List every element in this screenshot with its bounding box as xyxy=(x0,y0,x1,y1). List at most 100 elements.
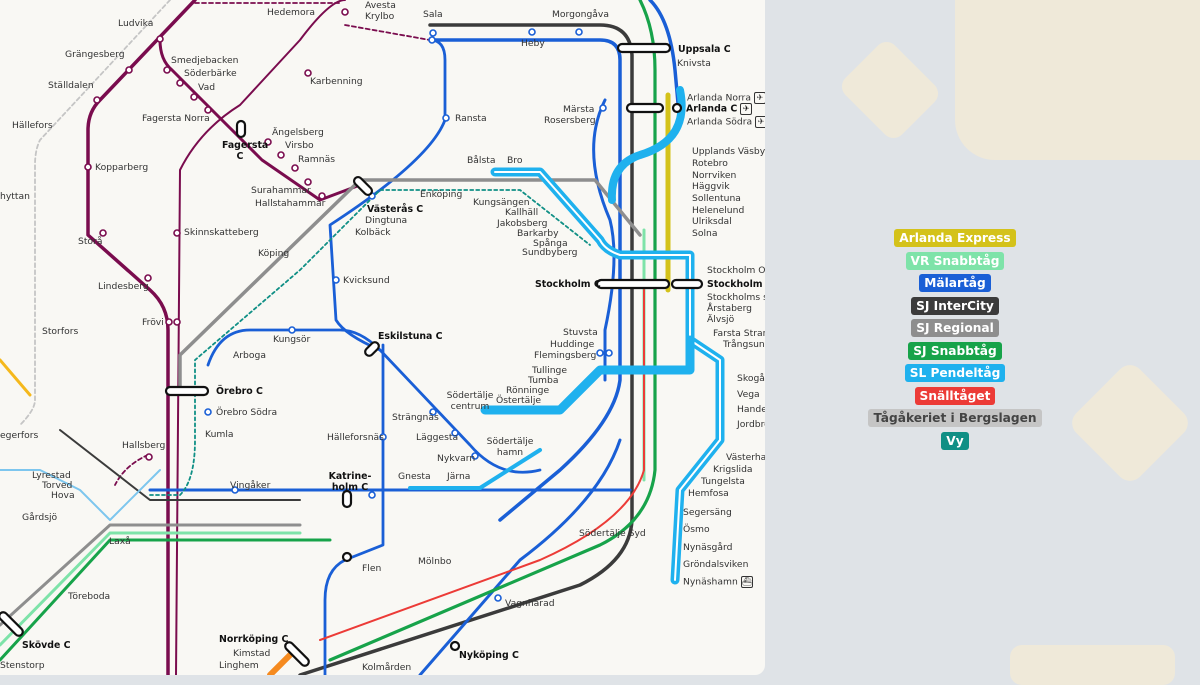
station-nynashamn[interactable]: Nynäshamn⛴ xyxy=(683,576,753,588)
legend-sj-regional[interactable]: SJ Regional xyxy=(911,319,999,337)
hub-eskilstuna-c[interactable]: Eskilstuna C xyxy=(378,331,443,342)
hub-uppsala-c[interactable]: Uppsala C xyxy=(678,44,731,55)
station-ransta[interactable]: Ransta xyxy=(455,113,487,124)
hub-stockholm-c[interactable]: Stockholm C xyxy=(535,279,601,290)
legend-arlanda-express[interactable]: Arlanda Express xyxy=(894,229,1016,247)
station-fagersta-norra[interactable]: Fagersta Norra xyxy=(142,113,210,124)
station-nykvarn[interactable]: Nykvarn xyxy=(437,453,476,464)
station-ludvika[interactable]: Ludvika xyxy=(118,18,154,29)
station-hallefors[interactable]: Hällefors xyxy=(12,120,53,131)
station-segersang[interactable]: Segersäng xyxy=(683,507,732,518)
station-ramnas[interactable]: Ramnäs xyxy=(298,154,336,165)
station-vagnharad[interactable]: Vagnhärad xyxy=(505,598,555,609)
station-stora[interactable]: Storå xyxy=(78,236,103,247)
station-skogas[interactable]: Skogås xyxy=(737,373,765,384)
station-haggvik[interactable]: Häggvik xyxy=(692,181,730,192)
station-grangesberg[interactable]: Grängesberg xyxy=(65,49,125,60)
station-nynasgard[interactable]: Nynäsgård xyxy=(683,542,733,553)
station-balsta[interactable]: Bålsta xyxy=(467,155,496,166)
station-handen[interactable]: Handen xyxy=(737,404,765,415)
station-lyrestad[interactable]: Lyrestad xyxy=(32,470,71,481)
station-sodertalje-syd[interactable]: Södertälje Syd xyxy=(579,528,646,539)
station-linghem[interactable]: Linghem xyxy=(219,660,259,671)
station-vasterhaninge[interactable]: Västerhaninge xyxy=(726,452,765,463)
station-hemfosa[interactable]: Hemfosa xyxy=(688,488,729,499)
station-hallsberg[interactable]: Hallsberg xyxy=(122,440,166,451)
legend-malartag[interactable]: Mälartåg xyxy=(919,274,991,292)
station-farsta-strand[interactable]: Farsta Strand xyxy=(713,328,765,339)
station-arlanda-norra[interactable]: Arlanda Norra✈ xyxy=(687,92,765,104)
station-barkarby[interactable]: Barkarby xyxy=(517,228,559,239)
station-vingaker[interactable]: Vingåker xyxy=(230,480,271,491)
station-koping[interactable]: Köping xyxy=(258,248,290,259)
station-kungsangen[interactable]: Kungsängen xyxy=(473,197,530,208)
station-strangnas[interactable]: Strängnäs xyxy=(392,412,439,423)
legend-vr-snabbtag[interactable]: VR Snabbtåg xyxy=(905,251,1005,270)
station-rosersberg[interactable]: Rosersberg xyxy=(544,115,596,126)
hub-norrkoping-c[interactable]: Norrköping C xyxy=(219,634,289,645)
station-upplands-vasby[interactable]: Upplands Väsby xyxy=(692,146,765,157)
transit-map[interactable]: Ludvika Grängesberg Ställdalen Hällefors… xyxy=(0,0,765,675)
station-hallstahammar[interactable]: Hallstahammar xyxy=(255,198,326,209)
station-jarna[interactable]: Järna xyxy=(447,471,471,482)
station-solna[interactable]: Solna xyxy=(692,228,718,239)
station-knivsta[interactable]: Knivsta xyxy=(677,58,711,69)
station-tumba[interactable]: Tumba xyxy=(528,375,559,386)
station-karbenning[interactable]: Karbenning xyxy=(310,76,363,87)
station-bro[interactable]: Bro xyxy=(507,155,523,166)
hub-vasteras-c[interactable]: Västerås C xyxy=(367,204,424,215)
station-orebro-sodra[interactable]: Örebro Södra xyxy=(216,407,278,418)
station-heby[interactable]: Heby xyxy=(521,38,545,49)
station-avesta-krylbo[interactable]: Avesta Krylbo xyxy=(365,0,396,22)
station-jakobsberg[interactable]: Jakobsberg xyxy=(497,218,548,229)
station-vega[interactable]: Vega xyxy=(737,389,760,400)
hub-arlanda-c[interactable]: Arlanda C✈ xyxy=(686,103,753,115)
legend-sl-pendeltag[interactable]: SL Pendeltåg xyxy=(904,364,1006,382)
station-lindesberg[interactable]: Lindesberg xyxy=(98,281,149,292)
station-helenelund[interactable]: Helenelund xyxy=(692,205,745,216)
hub-katrineholm-c[interactable]: Katrine-holm C xyxy=(328,471,372,493)
hub-skovde-c[interactable]: Skövde C xyxy=(22,640,71,651)
station-alvsjo[interactable]: Älvsjö xyxy=(707,314,735,325)
station-storfors[interactable]: Storfors xyxy=(42,326,79,337)
station-soderbarke[interactable]: Söderbärke xyxy=(184,68,237,79)
station-kungsor[interactable]: Kungsör xyxy=(273,334,311,345)
station-flen[interactable]: Flen xyxy=(362,563,382,574)
station-tullinge[interactable]: Tullinge xyxy=(532,365,568,376)
station-ostertalje[interactable]: Östertälje xyxy=(496,395,542,406)
hub-stockholm-city[interactable]: Stockholm City xyxy=(707,279,765,290)
station-virsbo[interactable]: Virsbo xyxy=(285,140,314,151)
station-surahammar[interactable]: Surahammar xyxy=(251,185,311,196)
legend-sj-snabbtag[interactable]: SJ Snabbtåg xyxy=(908,341,1002,360)
station-kolback[interactable]: Kolbäck xyxy=(355,227,391,238)
station-sollentuna[interactable]: Sollentuna xyxy=(692,193,741,204)
station-spanga[interactable]: Spånga xyxy=(533,238,568,249)
station-gnesta[interactable]: Gnesta xyxy=(398,471,431,482)
station-stalldalen[interactable]: Ställdalen xyxy=(48,80,94,91)
station-torved[interactable]: Torved xyxy=(42,480,73,491)
station-angelsberg[interactable]: Ängelsberg xyxy=(272,127,324,138)
station-arboga[interactable]: Arboga xyxy=(233,350,266,361)
station-stenstorp[interactable]: Stenstorp xyxy=(0,660,45,671)
legend-vy[interactable]: Vy xyxy=(941,431,969,450)
station-hyttan[interactable]: hyttan xyxy=(0,191,30,202)
station-stuvsta[interactable]: Stuvsta xyxy=(563,327,598,338)
station-marsta[interactable]: Märsta xyxy=(563,104,595,115)
station-kallhall[interactable]: Kallhäll xyxy=(505,207,539,218)
station-sodertalje-centrum[interactable]: Södertälje centrum xyxy=(446,390,494,412)
station-stockholms-sodra[interactable]: Stockholms södra xyxy=(707,292,765,303)
station-kolmarden[interactable]: Kolmården xyxy=(362,662,412,673)
station-halleforsnas[interactable]: Hälleforsnäs xyxy=(327,432,384,443)
station-flemingsberg[interactable]: Flemingsberg xyxy=(534,350,597,361)
station-sundbyberg[interactable]: Sundbyberg xyxy=(522,247,578,258)
station-degerfors[interactable]: egerfors xyxy=(0,430,39,441)
hub-fagersta-c[interactable]: Fagersta C xyxy=(222,140,269,162)
station-arstaberg[interactable]: Årstaberg xyxy=(707,303,753,314)
station-smedjebacken[interactable]: Smedjebacken xyxy=(171,55,239,66)
station-trangsund[interactable]: Trångsund xyxy=(723,339,765,350)
station-jordbro[interactable]: Jordbro xyxy=(737,419,765,430)
station-gardsjo[interactable]: Gårdsjö xyxy=(22,512,58,523)
station-hedemora[interactable]: Hedemora xyxy=(267,7,316,18)
station-frovi[interactable]: Frövi xyxy=(142,317,164,328)
station-ronninge[interactable]: Rönninge xyxy=(506,385,550,396)
